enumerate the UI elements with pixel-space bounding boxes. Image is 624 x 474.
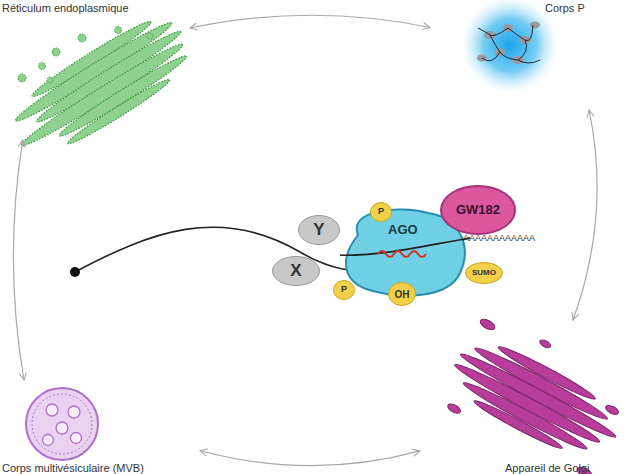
- organelle-region: Appareil de Golgi: [420, 320, 624, 474]
- protein-label: Y: [313, 221, 324, 240]
- organelle-region: Corps P: [430, 0, 624, 110]
- er-vesicles: [18, 27, 153, 84]
- organelle-label: Réticulum endoplasmique: [2, 2, 129, 14]
- exchange-arrow: [573, 110, 597, 320]
- modification-tag: P: [370, 202, 392, 222]
- modification-tag: SUMO: [465, 262, 503, 284]
- mvb-illustration: [26, 388, 98, 460]
- exchange-arrow: [13, 140, 24, 380]
- exchange-arrow: [200, 451, 420, 466]
- organelle-region: Réticulum endoplasmique: [0, 0, 190, 140]
- protein-label: OH: [395, 289, 410, 300]
- organelle-label: Appareil de Golgi: [505, 462, 589, 474]
- protein-blob: GW182: [440, 185, 516, 235]
- protein-label: GW182: [456, 203, 500, 217]
- exchange-arrow: [190, 15, 430, 28]
- protein-label: P: [378, 207, 384, 217]
- protein-label: SUMO: [472, 269, 496, 278]
- er-illustration: [0, 6, 202, 169]
- protein-label: X: [290, 262, 301, 281]
- organelle-label: Corps P: [545, 2, 585, 14]
- poly-a-tail: AAAAAAAAAAAA: [463, 233, 535, 243]
- protein-label: AGO: [388, 223, 418, 237]
- organelle-label: Corps multivésiculaire (MVB): [2, 462, 144, 474]
- modification-tag: OH: [388, 282, 416, 306]
- protein-label: P: [341, 285, 347, 295]
- golgi-illustration: [435, 308, 624, 474]
- organelle-region: Corps multivésiculaire (MVB): [0, 380, 200, 474]
- p-body-illustration: [462, 0, 558, 93]
- modification-tag: P: [333, 280, 355, 300]
- protein-blob: Y: [298, 215, 340, 245]
- protein-blob: X: [272, 256, 320, 286]
